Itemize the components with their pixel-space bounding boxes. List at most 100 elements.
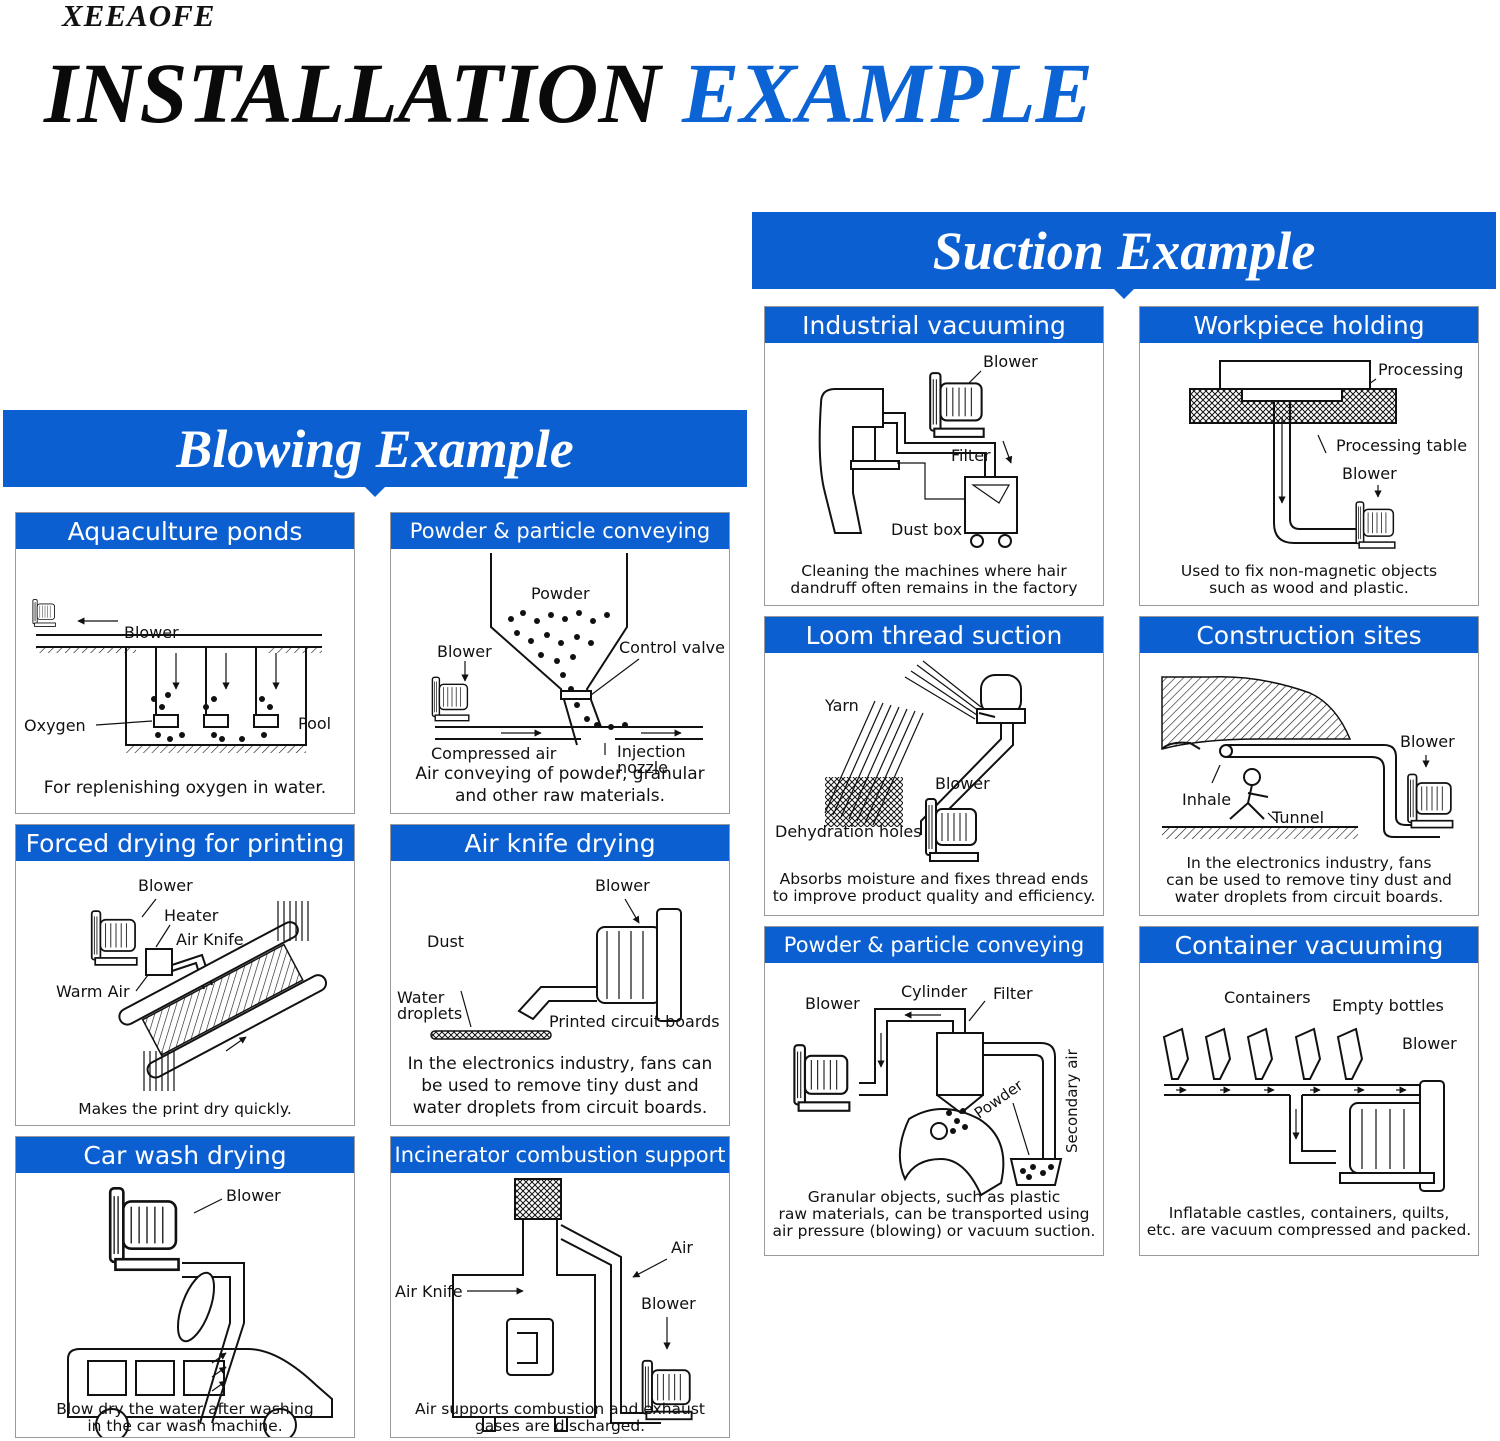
card-title: Aquaculture ponds xyxy=(16,513,354,549)
blower-icon xyxy=(793,1044,851,1112)
card-title: Industrial vacuuming xyxy=(765,307,1103,343)
blower-icon xyxy=(32,599,56,627)
label-blower: Blower xyxy=(226,1186,281,1205)
label-heater: Heater xyxy=(164,906,219,925)
blowing-banner-text: Blowing Example xyxy=(176,418,574,479)
loom-thread-diagram: Yarn Blower Dehydration holes xyxy=(775,660,1026,863)
blower-icon xyxy=(1407,773,1454,829)
label-cylinder: Cylinder xyxy=(901,982,968,1001)
card-powder-conveying-suction: Powder & particle conveying Blower Cylin… xyxy=(764,926,1104,1256)
card-container-vacuuming: Container vacuuming Containers Empty bot… xyxy=(1139,926,1479,1256)
blower-icon xyxy=(924,797,980,863)
label-air-knife: Air Knife xyxy=(176,930,244,949)
card-construction-sites: Construction sites Blower Inhale Tunnel … xyxy=(1139,616,1479,916)
label-containers: Containers xyxy=(1224,988,1311,1007)
card-air-knife-drying: Air knife drying Blower Dust Water dropl… xyxy=(390,824,730,1126)
blower-icon xyxy=(90,910,138,966)
label-secondary-air: Secondary air xyxy=(1063,1048,1081,1153)
label-blower: Blower xyxy=(595,876,650,895)
title-word-example: EXAMPLE xyxy=(681,45,1093,141)
container-vacuuming-diagram: Containers Empty bottles Blower xyxy=(1162,988,1457,1192)
card-caption: In the electronics industry, fans can be… xyxy=(1166,854,1452,906)
air-knife-diagram: Blower Dust Water droplets Printed circu… xyxy=(397,876,720,1040)
label-nozzle: nozzle xyxy=(617,758,668,777)
blowing-banner: Blowing Example xyxy=(3,410,747,497)
card-loom-thread-suction: Loom thread suction Yarn Blower Dehydrat… xyxy=(764,616,1104,916)
card-powder-conveying-blowing: Powder & particle conveying Powder Blowe… xyxy=(390,512,730,814)
card-caption: For replenishing oxygen in water. xyxy=(43,778,327,798)
label-blower: Blower xyxy=(805,994,860,1013)
label-blower: Blower xyxy=(124,623,179,642)
label-blower: Blower xyxy=(1402,1034,1457,1053)
card-caption: Granular objects, such as plastic raw ma… xyxy=(772,1188,1096,1240)
title-word-installation: INSTALLATION xyxy=(44,45,661,141)
workpiece-holding-diagram: Processing Processing table Blower xyxy=(1189,360,1467,549)
label-blower: Blower xyxy=(641,1294,696,1313)
label-compressed-air: Compressed air xyxy=(431,744,557,763)
card-title: Construction sites xyxy=(1140,617,1478,653)
label-dust-box: Dust box xyxy=(891,520,962,539)
car-wash-diagram: Blower xyxy=(67,1186,333,1437)
label-printed-circuit-boards: Printed circuit boards xyxy=(549,1012,720,1031)
card-title: Container vacuuming xyxy=(1140,927,1478,963)
card-title: Powder & particle conveying xyxy=(391,513,729,549)
label-processing-table: Processing table xyxy=(1336,436,1467,455)
label-warm-air: Warm Air xyxy=(56,982,130,1001)
card-caption: Makes the print dry quickly. xyxy=(78,1100,292,1118)
brand-logo: XEEAOFE xyxy=(62,0,216,33)
suction-banner-text: Suction Example xyxy=(932,220,1316,281)
card-aquaculture-ponds: Aquaculture ponds Blower Oxygen Pool For… xyxy=(15,512,355,814)
label-injection: Injection xyxy=(617,742,686,761)
card-title: Incinerator combustion support xyxy=(391,1137,729,1173)
label-water: Water xyxy=(397,988,445,1007)
card-title: Loom thread suction xyxy=(765,617,1103,653)
card-caption: Blow dry the water after washing in the … xyxy=(56,1400,314,1435)
card-caption: In the electronics industry, fans can be… xyxy=(407,1054,713,1118)
card-caption: Absorbs moisture and fixes thread ends t… xyxy=(772,870,1096,905)
label-yarn: Yarn xyxy=(824,696,859,715)
card-caption: Used to fix non-magnetic objects such as… xyxy=(1180,562,1438,597)
label-tunnel: Tunnel xyxy=(1271,808,1324,827)
industrial-vacuuming-diagram: Blower Filter Dust box xyxy=(818,352,1038,548)
label-control-valve: Control valve xyxy=(619,638,725,657)
label-inhale: Inhale xyxy=(1182,790,1231,809)
label-blower: Blower xyxy=(1342,464,1397,483)
powder-suction-diagram: Blower Cylinder Filter Secondary air Pow… xyxy=(793,982,1081,1197)
label-pool: Pool xyxy=(298,714,331,733)
label-dehydration-holes: Dehydration holes xyxy=(775,822,922,841)
blower-icon xyxy=(929,371,985,439)
card-title: Forced drying for printing xyxy=(16,825,354,861)
label-dust: Dust xyxy=(427,932,464,951)
powder-blowing-diagram: Powder Blower Control valve Compressed a… xyxy=(431,553,725,777)
card-industrial-vacuuming: Industrial vacuuming Blower Filter Dust … xyxy=(764,306,1104,606)
blower-icon xyxy=(108,1186,180,1272)
label-blower: Blower xyxy=(138,876,193,895)
blower-icon xyxy=(431,676,470,722)
label-filter: Filter xyxy=(993,984,1033,1003)
blower-icon xyxy=(1355,501,1396,549)
label-droplets: droplets xyxy=(397,1004,462,1023)
label-filter: Filter xyxy=(951,446,991,465)
suction-banner: Suction Example xyxy=(752,212,1496,299)
label-blower: Blower xyxy=(935,774,990,793)
label-blower: Blower xyxy=(983,352,1038,371)
label-empty-bottles: Empty bottles xyxy=(1332,996,1444,1015)
label-blower: Blower xyxy=(1400,732,1455,751)
card-title: Powder & particle conveying xyxy=(765,927,1103,963)
card-workpiece-holding: Workpiece holding Processing Processing … xyxy=(1139,306,1479,606)
card-caption: Air conveying of powder, granular and ot… xyxy=(415,764,705,806)
aquaculture-diagram: Blower Oxygen Pool xyxy=(24,599,331,753)
label-oxygen: Oxygen xyxy=(24,716,86,735)
label-air-knife: Air Knife xyxy=(395,1282,463,1301)
label-powder: Powder xyxy=(531,584,590,603)
card-caption: Inflatable castles, containers, quilts, … xyxy=(1146,1204,1472,1239)
card-incinerator: Incinerator combustion support Air Air K… xyxy=(390,1136,730,1438)
card-title: Workpiece holding xyxy=(1140,307,1478,343)
construction-sites-diagram: Blower Inhale Tunnel xyxy=(1161,676,1455,839)
label-air: Air xyxy=(671,1238,693,1257)
label-processing: Processing xyxy=(1378,360,1463,379)
page-title: INSTALLATION EXAMPLE xyxy=(44,50,1093,136)
card-title: Air knife drying xyxy=(391,825,729,861)
incinerator-diagram: Air Air Knife Blower xyxy=(395,1178,696,1432)
card-title: Car wash drying xyxy=(16,1137,354,1173)
